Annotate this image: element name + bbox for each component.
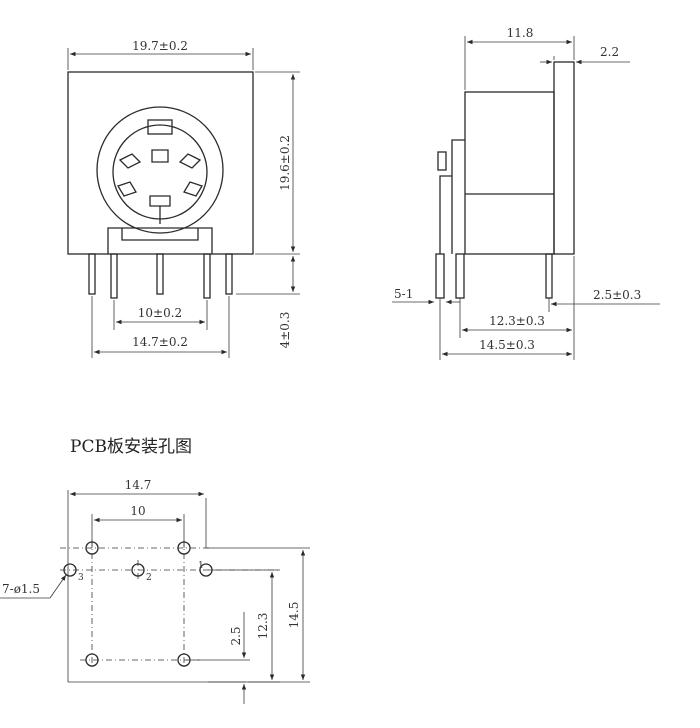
front-view: 19.7±0.2 19.6±0.2 4±0.3 10±0.2 14.7±0.2 [67,39,300,358]
side-depth-label: 11.8 [507,26,534,40]
pcb-inner-pitch-label: 10 [130,504,145,518]
side-pin-offset-label: 2.5±0.3 [593,288,641,302]
side-view-body [464,91,555,255]
side-span-label: 12.3±0.3 [489,314,545,328]
pcb-layout-title: PCB板安装孔图 [70,437,192,457]
pcb-hole [63,563,77,577]
side-view-pin-rear [435,253,445,299]
pcb-row-offset-label: 2.5 [229,626,243,645]
side-view-pin-mid [455,253,465,299]
front-inner-pitch-label: 10±0.2 [138,306,182,320]
pcb-total-label: 14.5 [287,602,301,629]
front-outer-pitch-label: 14.7±0.2 [132,335,188,349]
side-view-pin-front [545,253,553,299]
front-height-label: 19.6±0.2 [278,135,292,191]
pcb-pin-number: 1 [198,561,204,571]
side-view-bracket [439,139,465,254]
front-view-bracket [107,227,213,254]
pcb-hole [85,653,99,667]
pcb-row-pitch-label: 12.3 [256,613,270,640]
front-view-socket-outer [96,106,224,234]
front-pin-length-label: 4±0.3 [278,312,292,349]
side-view-flange [553,61,575,255]
pcb-layout: PCB板安装孔图 3 2 1 14.7 10 [0,437,310,704]
side-total-label: 14.5±0.3 [479,338,535,352]
front-view-key-notch [147,119,173,135]
pcb-pin-number: 2 [146,573,152,583]
front-view-pins [88,253,233,299]
pcb-outer-pitch-label: 14.7 [125,478,152,492]
front-width-label: 19.7±0.2 [132,39,188,53]
pcb-hole [177,541,191,555]
side-flange-label: 2.2 [600,45,619,59]
front-view-socket-inner [112,124,208,220]
pcb-hole [131,563,145,577]
side-pin-ref-label: 5-1 [394,287,413,301]
pcb-hole-label: 7-ø1.5 [2,582,40,596]
front-view-body [67,71,254,255]
pcb-pin-number: 3 [78,573,84,583]
front-view-contacts [117,149,203,224]
pcb-hole [85,541,99,555]
side-view: 11.8 2.2 5-1 2.5±0.3 12.3±0.3 14.5±0.3 [392,26,660,360]
